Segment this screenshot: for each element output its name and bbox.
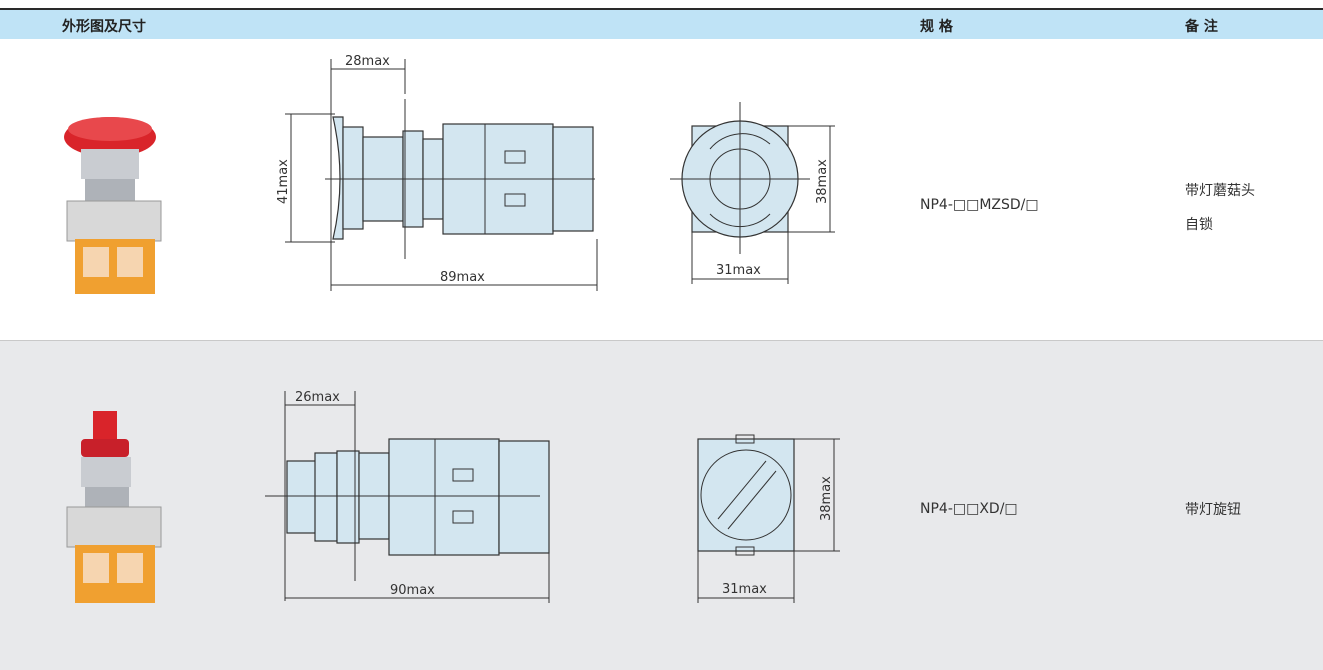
header-outline-dimensions: 外形图及尺寸 — [62, 19, 146, 35]
front-view-drawing: 38max 31max — [697, 434, 840, 603]
dim-length: 90max — [390, 583, 435, 598]
header-note: 备 注 — [1185, 19, 1218, 35]
note-block: 带灯旋钮 — [1185, 493, 1241, 527]
table-header: 外形图及尺寸 规 格 备 注 — [0, 10, 1323, 39]
note-line: 自锁 — [1185, 217, 1213, 233]
note-block: 带灯蘑菇头 自锁 — [1185, 174, 1255, 242]
dim-face-height: 38max — [815, 159, 830, 204]
selector-knob-photo — [66, 411, 162, 603]
dim-face-width: 31max — [716, 263, 761, 278]
dim-height: 41max — [276, 159, 291, 204]
side-view-drawing: 28max 41max 89max — [276, 54, 598, 291]
dim-face-width: 31max — [722, 582, 767, 597]
front-view-drawing: 38max 31max — [670, 102, 835, 284]
table-row: 26max 90max 38max 31max NP4-□□XD/□ 带灯旋钮 — [0, 340, 1323, 670]
header-spec: 规 格 — [920, 19, 953, 35]
note-line: 带灯蘑菇头 — [1185, 183, 1255, 199]
table-row: 28max 41max 89max 38max — [0, 39, 1323, 340]
dim-front-depth: 26max — [295, 390, 340, 405]
mushroom-button-photo — [64, 117, 162, 294]
spec-model: NP4-□□MZSD/□ — [920, 197, 1039, 213]
note-line: 带灯旋钮 — [1185, 502, 1241, 518]
dim-length: 89max — [440, 270, 485, 285]
header-top-rule — [0, 8, 1323, 10]
spec-model: NP4-□□XD/□ — [920, 501, 1018, 517]
dim-face-height: 38max — [819, 476, 834, 521]
dim-front-depth: 28max — [345, 54, 390, 69]
side-view-drawing: 26max 90max — [265, 390, 550, 603]
